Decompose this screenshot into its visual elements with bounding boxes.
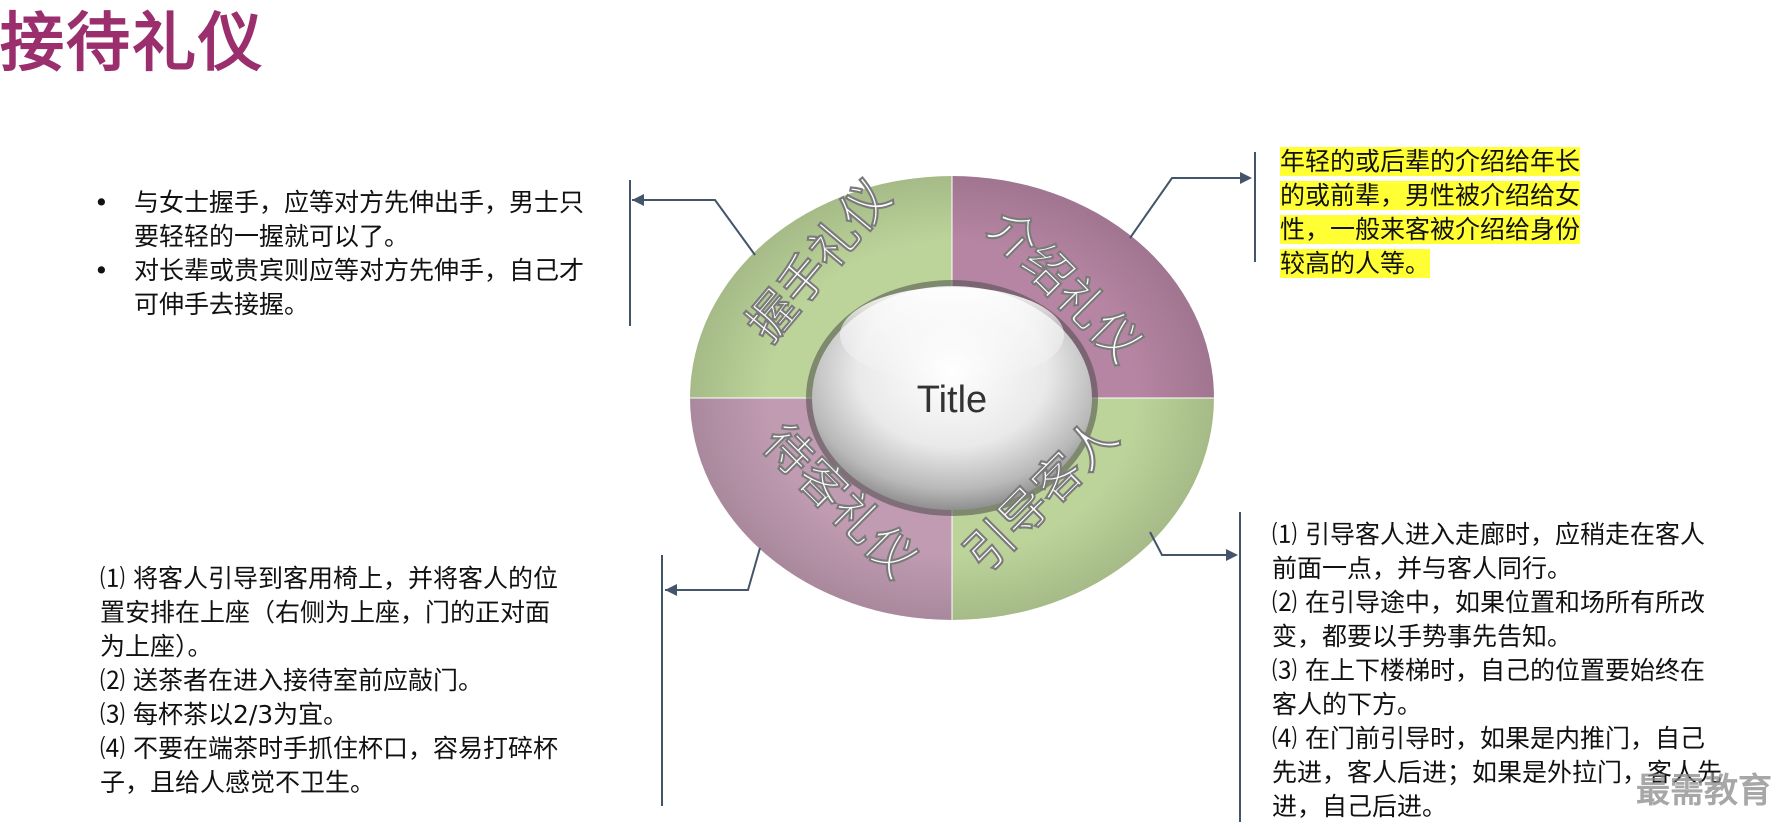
text-line: ⑶ 在上下楼梯时，自己的位置要始终在 (1272, 654, 1782, 688)
text-line: ⑷ 在门前引导时，如果是内推门，自己 (1272, 722, 1782, 756)
arrowhead-bl (665, 584, 677, 596)
text-line: ⑶ 每杯茶以2/3为宜。 (100, 698, 636, 732)
reception-notes: ⑴ 将客人引导到客用椅上，并将客人的位 置安排在上座（右侧为上座，门的正对面 为… (100, 562, 636, 800)
arrowhead-tr (1240, 172, 1252, 184)
bullet-item: 对长辈或贵宾则应等对方先伸手，自己才可伸手去接握。 (134, 254, 606, 322)
text-line: ⑴ 将客人引导到客用椅上，并将客人的位 (100, 562, 636, 596)
text-line: ⑷ 不要在端茶时手抓住杯口，容易打碎杯 (100, 732, 636, 766)
highlighted-line: 较高的人等。 (1280, 249, 1430, 278)
text-line: ⑵ 在引导途中，如果位置和场所有所改 (1272, 586, 1782, 620)
highlighted-line: 年轻的或后辈的介绍给年长 (1280, 147, 1580, 176)
text-line: 为上座）。 (100, 630, 636, 664)
text-line: 客人的下方。 (1272, 688, 1782, 722)
arrowhead-tl (632, 194, 644, 206)
arrowhead-br (1226, 549, 1238, 561)
center-title: Title (917, 379, 987, 421)
watermark-logo: 最需教育 (1636, 763, 1772, 812)
text-line: 变，都要以手势事先告知。 (1272, 620, 1782, 654)
text-line: 前面一点，并与客人同行。 (1272, 552, 1782, 586)
text-line: 置安排在上座（右侧为上座，门的正对面 (100, 596, 636, 630)
bullet-item: 与女士握手，应等对方先伸出手，男士只要轻轻的一握就可以了。 (134, 186, 606, 254)
highlighted-line: 的或前辈，男性被介绍给女 (1280, 181, 1580, 210)
highlighted-line: 性，一般来客被介绍给身份 (1280, 215, 1580, 244)
handshake-notes: 与女士握手，应等对方先伸出手，男士只要轻轻的一握就可以了。 对长辈或贵宾则应等对… (86, 186, 606, 322)
text-line: 子，且给人感觉不卫生。 (100, 766, 636, 800)
text-line: ⑵ 送茶者在进入接待室前应敲门。 (100, 664, 636, 698)
introduction-notes: 年轻的或后辈的介绍给年长 的或前辈，男性被介绍给女 性，一般来客被介绍给身份 较… (1280, 145, 1632, 281)
text-line: ⑴ 引导客人进入走廊时，应稍走在客人 (1272, 518, 1782, 552)
